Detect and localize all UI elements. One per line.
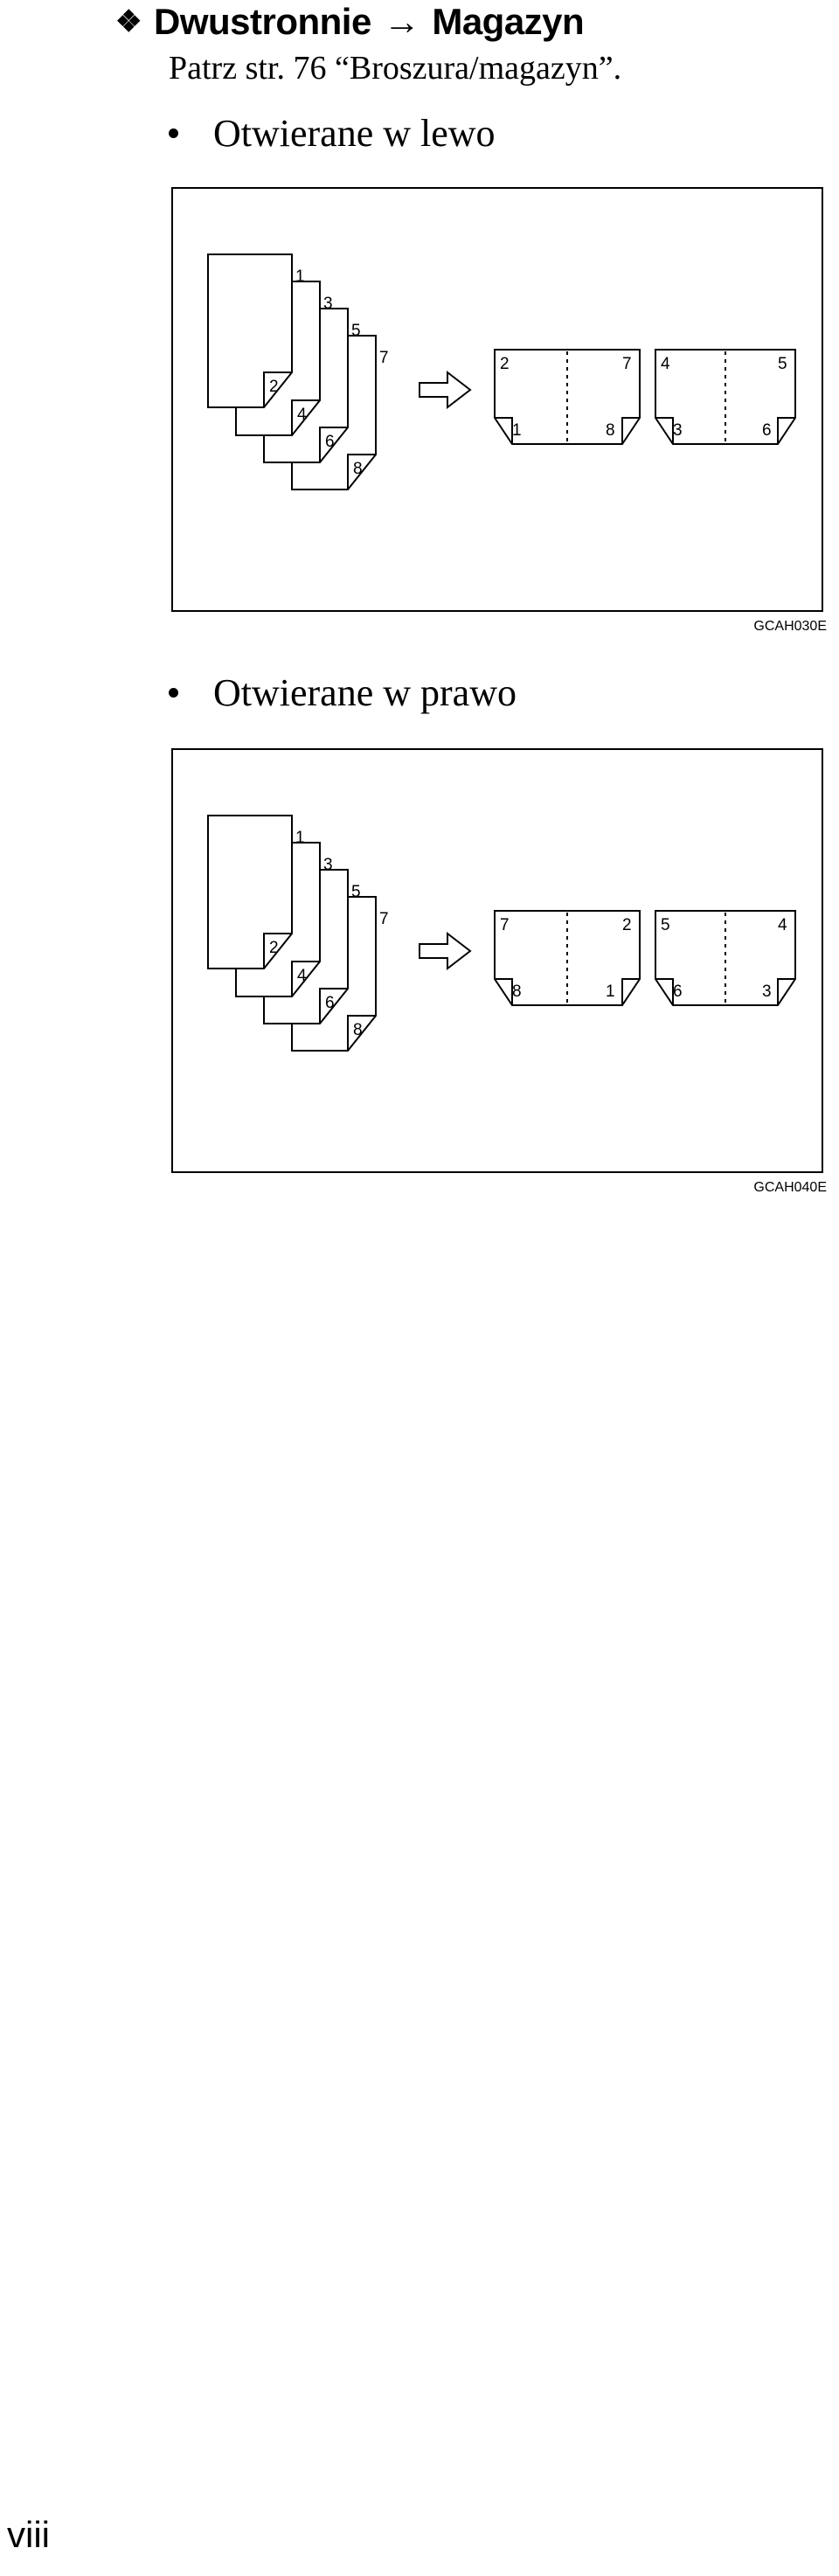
bullet-label: Otwierane w prawo (213, 671, 517, 714)
figure-left-binding: 1 2 3 4 5 6 7 8 2 7 1 8 4 5 3 6 (171, 187, 823, 612)
section-heading: ❖ Dwustronnie → Magazyn (115, 0, 585, 44)
sheet-page-number: 7 (500, 916, 510, 934)
figure-code: GCAH040E (753, 1180, 827, 1195)
page-number: 5 (351, 322, 361, 340)
bullet-item-left: Otwierane w lewo (169, 111, 496, 156)
arrow-icon: → (383, 1, 420, 42)
sheet-page-number: 1 (512, 421, 522, 440)
sheet-page-number: 3 (762, 982, 772, 1001)
page-number: 3 (323, 856, 333, 874)
bullet-icon (169, 688, 178, 698)
page-number: 6 (325, 433, 335, 451)
sheet-page-number: 7 (622, 355, 632, 373)
stacked-page-1 (207, 815, 293, 969)
page-number: 6 (325, 994, 335, 1012)
right-arrow-icon (419, 931, 472, 971)
sheet-page-number: 8 (606, 421, 615, 440)
page-number: 5 (351, 883, 361, 901)
page-number: 2 (269, 378, 279, 396)
reference-text: Patrz str. 76 “Broszura/magazyn”. (169, 50, 622, 87)
page-number: 1 (295, 267, 305, 286)
bullet-icon (169, 128, 178, 138)
diamond-ornament-icon: ❖ (115, 5, 142, 38)
page-number: 8 (353, 1021, 363, 1039)
page-number: 3 (323, 295, 333, 313)
page-number: 4 (297, 406, 307, 424)
sheet-page-number: 6 (673, 982, 683, 1001)
sheet-page-number: 5 (661, 916, 670, 934)
page-number-footer: viii (7, 2514, 50, 2555)
sheet-page-number: 4 (661, 355, 670, 373)
sheet-page-number: 5 (778, 355, 787, 373)
booklet-diagram: 1 2 3 4 5 6 7 8 2 7 1 8 4 5 3 6 (207, 253, 796, 490)
page-number: 8 (353, 460, 363, 478)
page-number: 2 (269, 939, 279, 957)
booklet-diagram: 1 2 3 4 5 6 7 8 7 2 8 1 5 4 6 3 (207, 815, 796, 1052)
heading-right: Magazyn (432, 1, 585, 42)
sheet-page-number: 6 (762, 421, 772, 440)
sheet-page-number: 3 (673, 421, 683, 440)
figure-right-binding: 1 2 3 4 5 6 7 8 7 2 8 1 5 4 6 3 (171, 748, 823, 1173)
sheet-page-number: 4 (778, 916, 787, 934)
figure-code: GCAH030E (753, 619, 827, 634)
page-number: 7 (379, 910, 389, 928)
sheet-page-number: 1 (606, 982, 615, 1001)
sheet-page-number: 2 (500, 355, 510, 373)
heading-left: Dwustronnie (153, 1, 371, 42)
bullet-label: Otwierane w lewo (213, 112, 496, 155)
page-number: 4 (297, 967, 307, 985)
page-number: 7 (379, 349, 389, 367)
stacked-page-1 (207, 253, 293, 408)
sheet-page-number: 8 (512, 982, 522, 1001)
right-arrow-icon (419, 370, 472, 410)
sheet-page-number: 2 (622, 916, 632, 934)
page-number: 1 (295, 829, 305, 847)
bullet-item-right: Otwierane w prawo (169, 670, 517, 715)
